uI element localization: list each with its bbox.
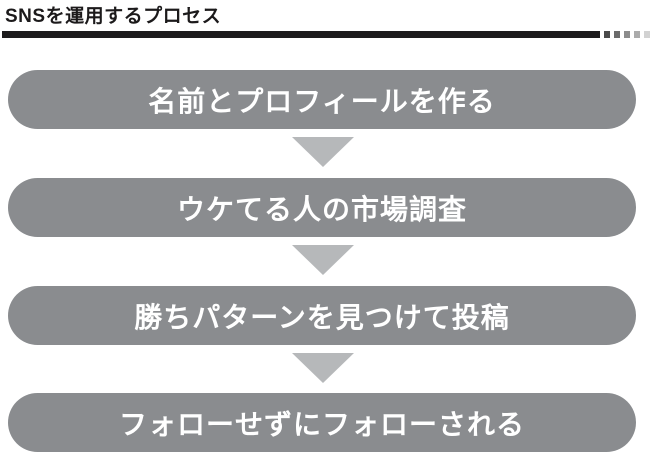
underline-dash	[624, 31, 630, 38]
underline-dash	[644, 31, 650, 38]
flow-step-2: ウケてる人の市場調査	[8, 178, 636, 237]
flow-step-label: ウケてる人の市場調査	[176, 193, 467, 225]
underline-dash	[614, 31, 620, 38]
page-title: SNSを運用するプロセス	[5, 6, 222, 27]
flow-step-3: 勝ちパターンを見つけて投稿	[8, 286, 636, 345]
down-arrow-icon	[292, 137, 354, 167]
flow-step-4: フォローせずにフォローされる	[8, 393, 636, 452]
title-underline	[2, 31, 650, 38]
flow-step-1: 名前とプロフィールを作る	[8, 70, 636, 129]
underline-dash	[634, 31, 640, 38]
down-arrow-icon	[292, 245, 354, 275]
underline-dash	[604, 31, 610, 38]
title-underline-bar	[2, 31, 600, 38]
flow-step-label: フォローせずにフォローされる	[118, 408, 525, 440]
flow-step-label: 勝ちパターンを見つけて投稿	[134, 301, 510, 333]
flow-step-label: 名前とプロフィールを作る	[148, 85, 496, 117]
down-arrow-icon	[292, 353, 354, 383]
